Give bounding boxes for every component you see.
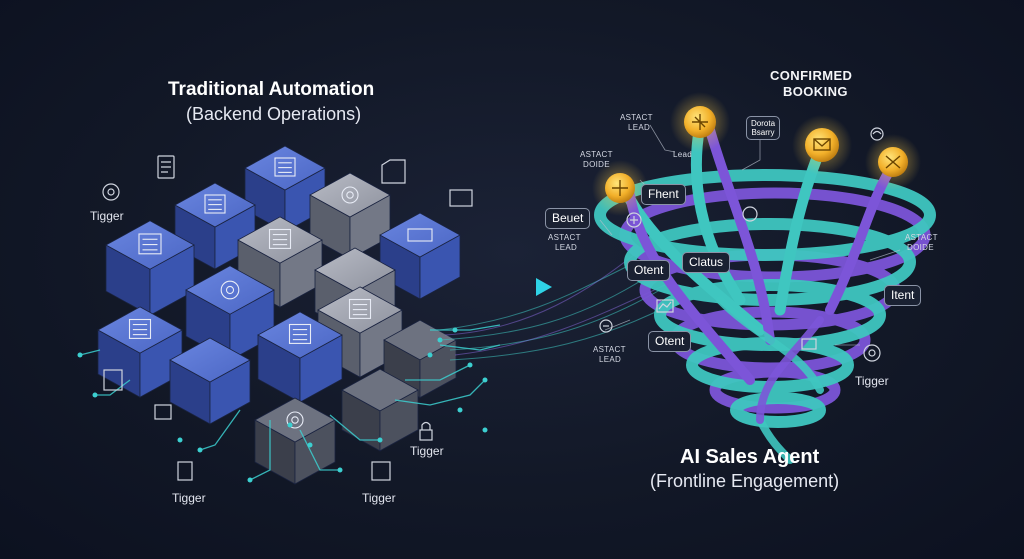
label-astact-lead-bottom-1: ASTACT: [593, 345, 626, 354]
label-astact-doide-right-1: ASTACT: [905, 233, 938, 242]
cube-10: [257, 311, 343, 403]
label-astact-lead-top-1: ASTACT: [620, 113, 653, 122]
tag-otent-bottom: Otent: [648, 331, 692, 353]
document-icon: [128, 318, 152, 339]
agent-subtitle: (Frontline Engagement): [650, 471, 840, 491]
cube-9: [97, 306, 183, 398]
label-tigger-bottom-mid: Tigger: [362, 491, 396, 505]
label-lead: Lead: [673, 150, 692, 159]
confirmed-booking-line1: CONFIRMED: [770, 68, 853, 83]
gear-icon: [341, 186, 359, 204]
tag-itent: Itent: [884, 285, 922, 307]
gear-icon: [220, 280, 240, 300]
confirmed-booking-line2: BOOKING: [783, 84, 848, 99]
cube-5: [105, 220, 195, 317]
label-astact-doide-right-2: DOIDE: [907, 243, 934, 252]
cube-12: [383, 319, 457, 399]
document-icon: [204, 194, 226, 214]
label-tigger-bottom-left: Tigger: [172, 491, 206, 505]
label-astact-doide-1: ASTACT: [580, 150, 613, 159]
document-icon: [138, 233, 162, 255]
arrow-right-icon: [507, 278, 552, 296]
label-tigger-top-left: Tigger: [90, 209, 124, 223]
document-icon: [288, 323, 312, 344]
left-title: Traditional Automation: [168, 79, 375, 100]
label-astact-lead-left-1: ASTACT: [548, 233, 581, 242]
gear-icon: [286, 411, 304, 429]
cube-cluster: [97, 145, 461, 485]
agent-title: AI Sales Agent: [680, 446, 820, 468]
tag-otent: Otent: [627, 260, 671, 282]
tag-clatus: Clatus: [682, 252, 731, 274]
circuit-nodes: [77, 327, 488, 483]
cube-11: [169, 337, 251, 425]
left-subtitle: (Backend Operations): [186, 104, 362, 124]
document-icon: [268, 228, 292, 249]
label-astact-lead-left-2: LEAD: [555, 243, 578, 252]
label-astact-doide-2: DOIDE: [583, 160, 610, 169]
tag-dorota-line2: Bsarry: [751, 128, 775, 138]
cube-13: [254, 397, 336, 485]
label-astact-lead-bottom-2: LEAD: [599, 355, 622, 364]
circuit-lines: [79, 324, 501, 481]
document-icon: [274, 157, 296, 177]
chat-icon: [407, 228, 433, 242]
label-tigger-right: Tigger: [855, 374, 889, 388]
right-icons: [599, 127, 884, 362]
cube-8: [317, 286, 403, 378]
left-icons: [102, 155, 473, 481]
cube-14: [341, 368, 419, 452]
tag-dorota: Dorota Bsarry: [746, 116, 781, 141]
tag-dorota-line1: Dorota: [751, 119, 776, 128]
tag-beuet: Beuet: [545, 208, 591, 230]
cube-3: [379, 212, 461, 300]
label-astact-lead-top-2: LEAD: [628, 123, 651, 132]
booking-tokens: [592, 92, 921, 216]
label-tigger-lock: Tigger: [410, 444, 444, 458]
cube-0: [244, 145, 326, 233]
cube-2: [174, 182, 256, 270]
document-icon: [348, 298, 372, 319]
tag-fhent: Fhent: [641, 184, 686, 206]
data-streams: [439, 264, 671, 361]
